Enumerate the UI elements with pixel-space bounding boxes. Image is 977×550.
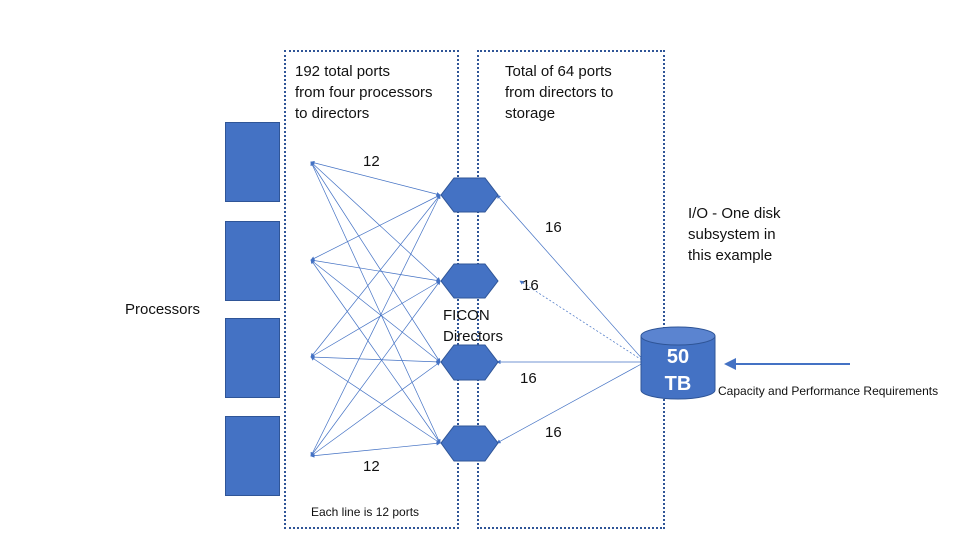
link-p3-d2	[310, 280, 441, 358]
disk-subsystem	[640, 326, 716, 400]
disk-capacity-number: 50	[666, 346, 690, 368]
ficon-directors-label: FICON Directors	[443, 307, 504, 345]
director-3	[440, 344, 499, 381]
director-1	[440, 177, 499, 213]
io-caption: I/O - One disk subsystem in this example	[688, 205, 781, 264]
link-disk-d1	[496, 194, 646, 363]
link-p4-d4	[310, 441, 441, 458]
port-count-bottom: 12	[363, 458, 380, 475]
port-count-top: 12	[363, 153, 380, 170]
capacity-requirements-label: Capacity and Performance Requirements	[718, 384, 939, 398]
processor-1	[225, 122, 280, 202]
link-p4-d1	[310, 194, 441, 457]
link-p3-d1	[310, 194, 441, 358]
port-count-dir1: 16	[545, 219, 562, 236]
processor-4	[225, 416, 280, 496]
processor-2	[225, 221, 280, 301]
link-p4-d3	[310, 361, 441, 457]
right-box-caption: Total of 64 ports from directors to stor…	[505, 63, 614, 122]
port-count-dir4: 16	[545, 424, 562, 441]
link-p3-d3	[310, 355, 441, 364]
director-4	[440, 425, 499, 462]
director-2	[440, 263, 499, 299]
link-p1-d3	[310, 161, 441, 363]
link-p2-d3	[310, 259, 441, 363]
link-p2-d4	[310, 259, 441, 444]
disk-capacity-unit: TB	[664, 373, 692, 395]
link-disk-d2	[519, 280, 646, 363]
link-disk-d4	[496, 361, 646, 444]
port-count-dir3: 16	[520, 370, 537, 387]
port-count-dir2: 16	[522, 277, 539, 294]
processors-label: Processors	[125, 301, 201, 318]
left-box-caption: 192 total ports from four processors to …	[295, 63, 433, 122]
processor-3	[225, 318, 280, 398]
each-line-note: Each line is 12 ports	[311, 505, 420, 519]
link-p1-d4	[310, 161, 441, 444]
